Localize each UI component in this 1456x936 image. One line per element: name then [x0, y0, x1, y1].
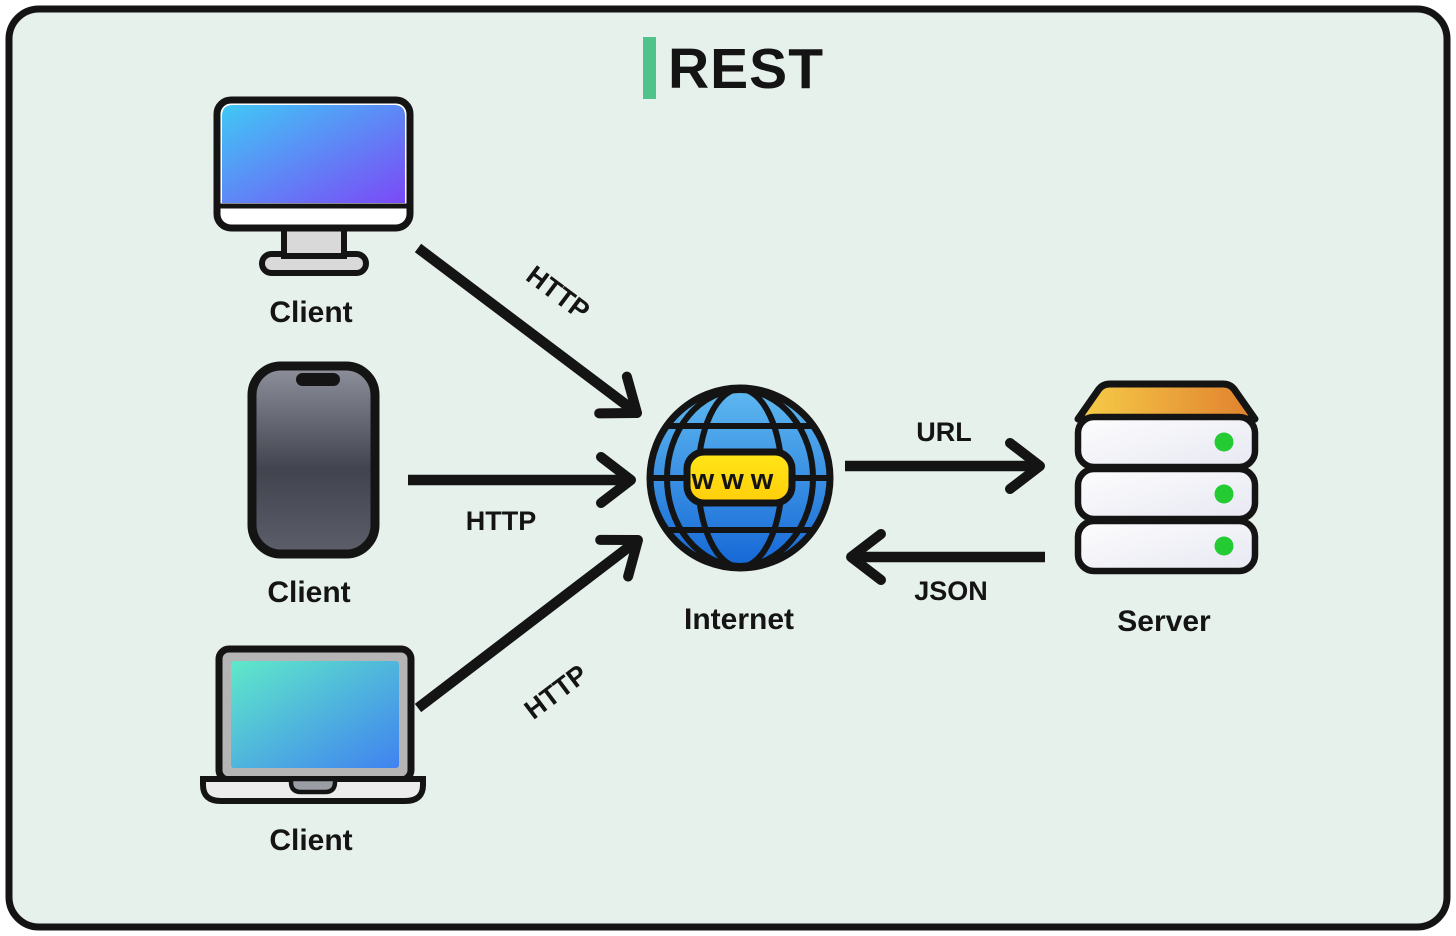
edge-server-to-internet: JSON: [846, 529, 1045, 606]
edge-label-http-2: HTTP: [466, 506, 537, 536]
server-slabs: [1074, 413, 1259, 575]
phone-notch: [296, 373, 340, 386]
page-title: REST: [668, 37, 824, 101]
laptop-client-node: Client: [200, 645, 426, 857]
phone-body: [247, 361, 380, 559]
edge-internet-to-server: URL: [845, 417, 1045, 494]
arrow-desktop-to-internet: [414, 243, 642, 419]
monitor-screen: [222, 105, 405, 203]
arrow-laptop-to-internet: [414, 534, 643, 713]
laptop-base-notch: [288, 776, 338, 795]
title: REST: [643, 37, 824, 101]
server-status-dot-3: [1214, 536, 1234, 556]
internet-node: www Internet: [646, 384, 834, 636]
laptop-client-label: Client: [269, 824, 352, 857]
server-top: [1074, 380, 1259, 423]
server-status-dot-2: [1214, 484, 1234, 504]
title-accent-bar: [643, 37, 656, 99]
laptop-screen: [231, 661, 399, 768]
desktop-client-label: Client: [269, 296, 352, 329]
edge-mobile-to-internet: HTTP: [408, 452, 636, 536]
server-slab-3: [1074, 517, 1259, 575]
server-status-dot-1: [1214, 432, 1234, 452]
edge-label-url: URL: [916, 417, 972, 447]
mobile-client-label: Client: [267, 576, 350, 609]
server-label: Server: [1117, 605, 1211, 638]
desktop-client-node: Client: [213, 96, 414, 329]
server-node: Server: [1074, 380, 1259, 638]
edge-label-json: JSON: [914, 576, 988, 606]
mobile-client-node: Client: [247, 361, 380, 609]
www-badge-text: www: [691, 464, 781, 496]
www-badge: [683, 448, 796, 507]
internet-label: Internet: [684, 603, 794, 636]
